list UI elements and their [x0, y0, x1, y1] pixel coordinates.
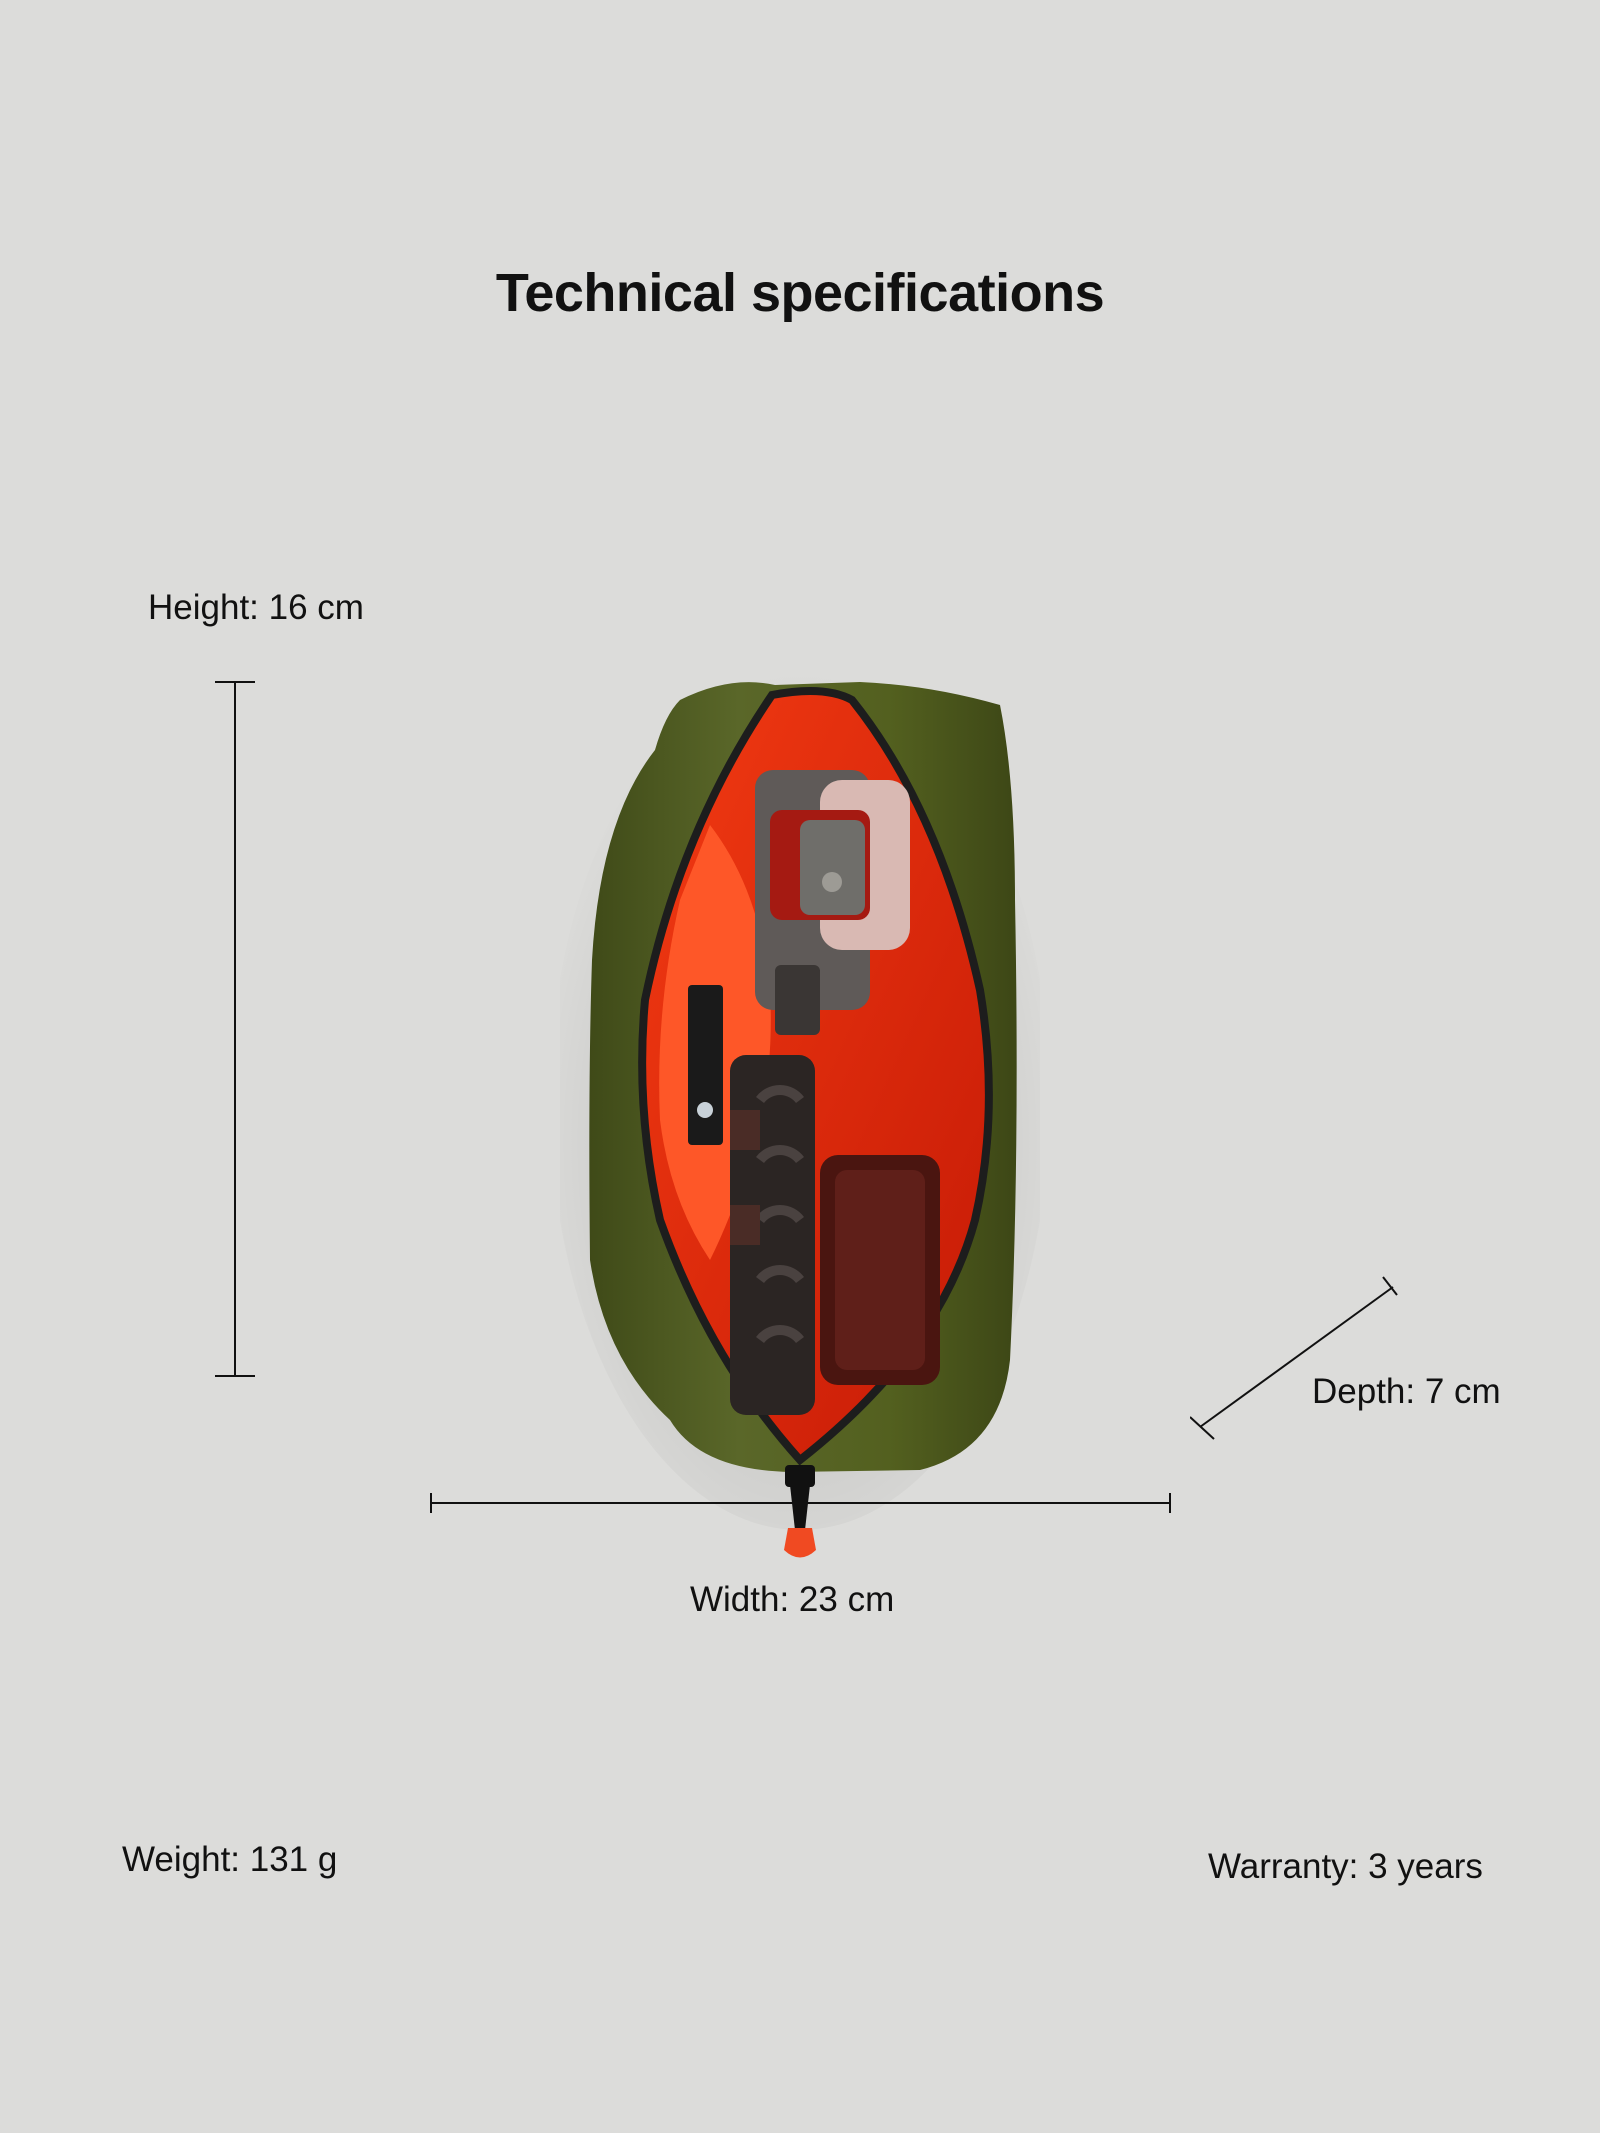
depth-label: Depth: 7 cm — [1312, 1372, 1501, 1411]
pouch-image — [560, 670, 1040, 1558]
weight-label: Weight: 131 g — [122, 1840, 338, 1879]
page-title: Technical specifications — [495, 263, 1105, 323]
warranty-label: Warranty: 3 years — [1208, 1847, 1483, 1886]
width-label: Width: 23 cm — [690, 1580, 895, 1619]
height-label: Height: 16 cm — [148, 588, 364, 627]
depth-dimension-line — [1190, 1276, 1398, 1440]
